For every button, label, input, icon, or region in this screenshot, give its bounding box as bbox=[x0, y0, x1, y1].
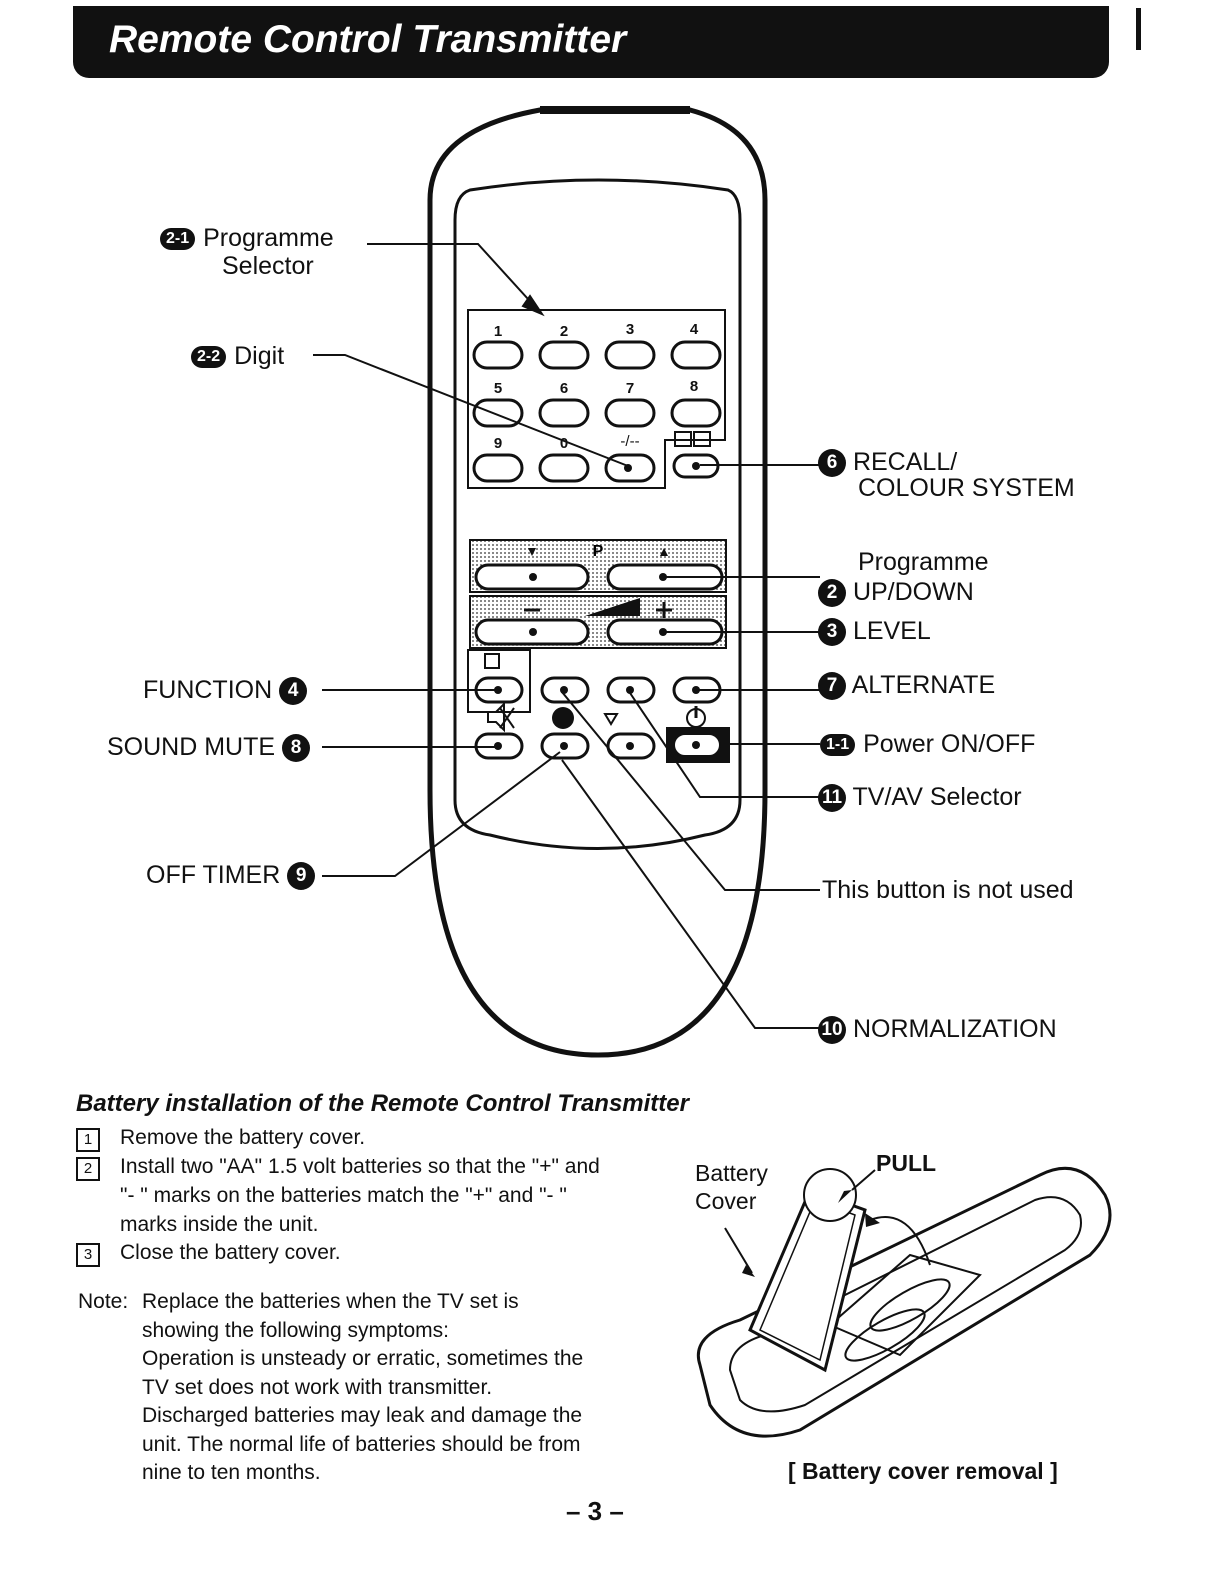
label-programme-selector-line2: Selector bbox=[222, 252, 314, 280]
label-not-used: This button is not used bbox=[822, 876, 1074, 904]
label-normalization: 10 NORMALIZATION bbox=[818, 1015, 1057, 1044]
label-programme-updown: 2 UP/DOWN bbox=[818, 578, 974, 607]
step-number: 1 bbox=[76, 1128, 100, 1152]
remote-diagram: 1 2 3 4 5 6 7 8 9 0 -/-- P bbox=[313, 106, 820, 1058]
callout-number: 8 bbox=[282, 734, 311, 762]
callout-number: 3 bbox=[818, 618, 846, 646]
digit-label: 7 bbox=[626, 380, 634, 397]
battery-heading: Battery installation of the Remote Contr… bbox=[76, 1090, 689, 1117]
label-recall-line2: COLOUR SYSTEM bbox=[858, 474, 1075, 502]
section-badge: 2-2 bbox=[191, 346, 227, 368]
note-label: Note: bbox=[78, 1290, 129, 1313]
remote-body-outline bbox=[427, 107, 768, 1058]
callout-number: 6 bbox=[818, 449, 846, 477]
digit-label: 8 bbox=[690, 378, 698, 395]
remote-inner-panel bbox=[453, 178, 742, 850]
label-sound-mute: SOUND MUTE 8 bbox=[107, 733, 311, 762]
callout-number: 2 bbox=[818, 579, 846, 607]
p-label: P bbox=[593, 543, 604, 560]
callout-number: 11 bbox=[818, 784, 846, 812]
digit-buttons bbox=[472, 340, 722, 483]
section-title: Remote Control Transmitter bbox=[109, 18, 627, 61]
digit-label: 2 bbox=[560, 323, 568, 340]
digit-label: -/-- bbox=[620, 433, 639, 450]
digit-label: 5 bbox=[494, 380, 502, 397]
digit-label: 9 bbox=[494, 435, 502, 452]
step-number: 2 bbox=[76, 1157, 100, 1181]
note-body: Replace the batteries when the TV set is… bbox=[142, 1290, 584, 1484]
label-recall: 6 RECALL/ bbox=[818, 448, 957, 477]
section-badge: 2-1 bbox=[160, 228, 196, 250]
callout-number: 4 bbox=[279, 677, 308, 705]
callout-number: 9 bbox=[287, 862, 316, 890]
digit-label: 1 bbox=[494, 323, 502, 340]
battery-cover-label: Battery Cover bbox=[695, 1160, 768, 1214]
page-number: – 3 – bbox=[566, 1496, 624, 1526]
margin-bar bbox=[1136, 8, 1141, 50]
battery-step-2-line3: marks inside the unit. bbox=[120, 1213, 319, 1236]
label-alternate: 7 ALTERNATE bbox=[818, 671, 995, 700]
digit-label: 6 bbox=[560, 380, 568, 397]
label-function: FUNCTION 4 bbox=[143, 676, 308, 705]
digit-label: 4 bbox=[690, 321, 699, 338]
callout-number: 10 bbox=[818, 1016, 846, 1044]
section-badge: 1-1 bbox=[820, 734, 856, 756]
label-tv-av: 11 TV/AV Selector bbox=[818, 783, 1022, 812]
label-level: 3 LEVEL bbox=[818, 617, 931, 646]
pull-label: PULL bbox=[876, 1150, 937, 1176]
digit-label: 0 bbox=[560, 435, 568, 452]
figure-caption: [ Battery cover removal ] bbox=[788, 1458, 1058, 1484]
label-off-timer: OFF TIMER 9 bbox=[146, 861, 316, 890]
battery-step-2-line2: "- " marks on the batteries match the "+… bbox=[120, 1184, 567, 1207]
callout-number: 7 bbox=[818, 672, 846, 700]
step-number: 3 bbox=[76, 1243, 100, 1267]
section-header: Remote Control Transmitter bbox=[73, 6, 1109, 78]
digit-labels: 1 2 3 4 5 6 7 8 9 0 -/-- bbox=[494, 321, 699, 452]
label-programme-updown-line1: Programme bbox=[858, 548, 989, 576]
digit-label: 3 bbox=[626, 321, 634, 338]
battery-cover-figure bbox=[697, 1166, 1112, 1438]
